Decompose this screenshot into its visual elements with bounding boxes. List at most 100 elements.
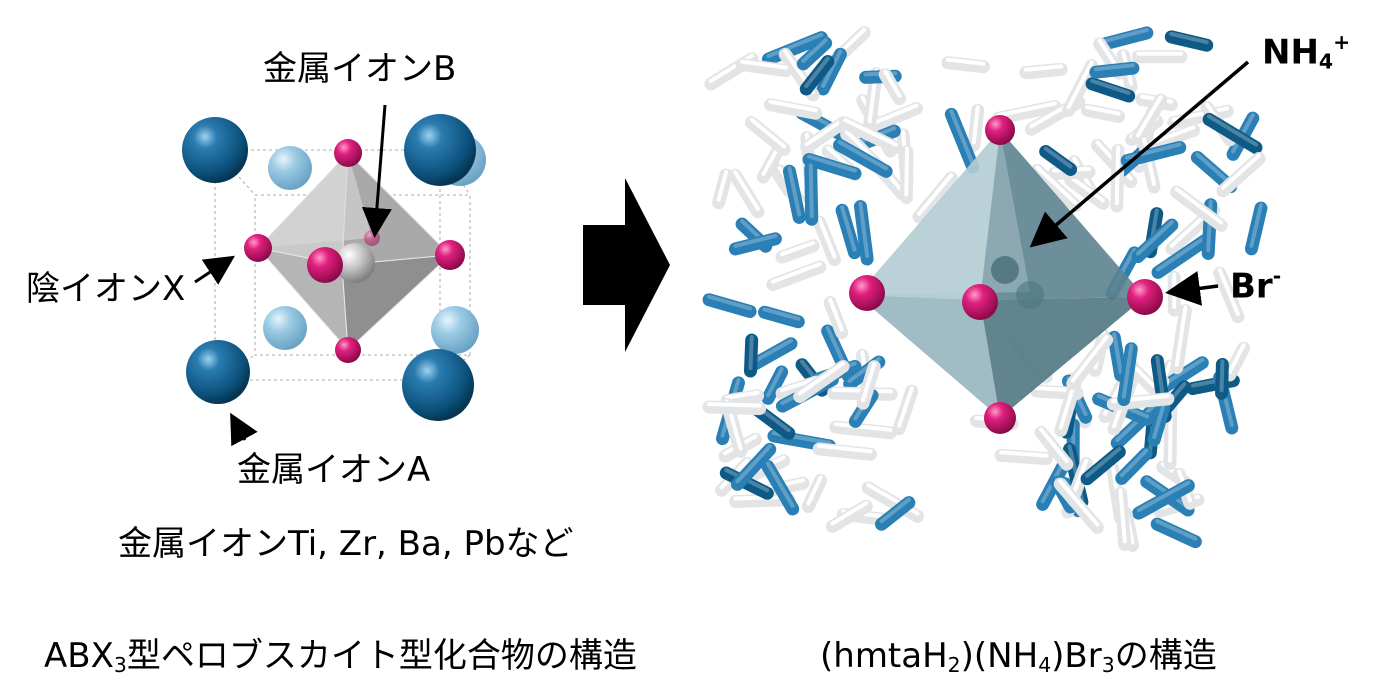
caption-right-part: )(NH	[960, 636, 1039, 676]
molecular-bond-highlight	[1221, 153, 1262, 190]
molecular-bond-highlight	[1169, 31, 1209, 45]
molecular-bond	[1147, 400, 1171, 447]
molecular-bond-highlight	[1090, 78, 1131, 96]
molecular-bond	[793, 359, 850, 403]
arrow-to-anion-x	[194, 255, 236, 285]
molecular-bond-highlight	[1119, 448, 1148, 478]
metal-a-atom-back	[268, 146, 312, 190]
molecular-bond	[1030, 163, 1082, 213]
label-br-base: Br	[1230, 266, 1273, 307]
molecular-bond-highlight	[830, 501, 869, 526]
molecular-bond	[761, 460, 800, 516]
molecular-bond	[1107, 330, 1128, 382]
molecular-bond-highlight	[897, 386, 914, 428]
molecular-bond	[835, 203, 862, 260]
molecular-bond-highlight	[765, 461, 795, 508]
molecular-bond	[1170, 185, 1228, 232]
molecular-bond-highlight	[879, 497, 911, 524]
molecular-bond-highlight	[706, 401, 762, 408]
molecular-bond-highlight	[807, 154, 857, 173]
label-anion-x: 陰イオンX	[26, 269, 186, 309]
molecular-bond-highlight	[1152, 402, 1166, 439]
molecular-bond	[1080, 103, 1126, 124]
molecular-bond	[744, 116, 791, 156]
label-metal-b: 金属イオンB	[263, 49, 457, 89]
molecular-bond-highlight	[1043, 146, 1073, 169]
caption-right-part: の構造	[1114, 636, 1217, 676]
molecular-bond	[1164, 30, 1214, 52]
molecular-bond-highlight	[883, 69, 902, 98]
molecular-bond-highlight	[1093, 63, 1135, 72]
molecular-bond-highlight	[804, 117, 846, 147]
arrow-to-metal-b	[361, 104, 392, 238]
molecular-bond	[800, 116, 850, 154]
molecular-bond	[838, 116, 903, 155]
molecular-bond	[825, 499, 873, 533]
molecular-bond-highlight	[821, 49, 843, 88]
br-atom	[849, 275, 885, 311]
molecular-bond-highlight	[1035, 165, 1078, 205]
molecular-bond-highlight	[1163, 357, 1205, 386]
molecular-bond-highlight	[843, 118, 898, 147]
molecular-bond-highlight	[1121, 343, 1134, 399]
label-nh4-superscript: +	[1333, 30, 1351, 54]
molecular-bond-highlight	[801, 38, 828, 63]
molecular-bond	[829, 420, 897, 440]
molecular-bond	[1215, 358, 1229, 400]
molecular-bond-highlight	[1217, 268, 1240, 316]
molecular-bond-highlight	[1136, 480, 1191, 513]
molecular-bond-highlight	[817, 443, 873, 454]
molecular-bond-highlight	[828, 297, 844, 332]
label-nh4-base: NH	[1262, 32, 1319, 73]
molecular-bond	[861, 481, 924, 523]
metal-a-atom	[402, 349, 474, 421]
molecular-bond-highlight	[725, 390, 760, 400]
molecular-bond-highlight	[1207, 114, 1258, 147]
caption-left-subscript: 3	[113, 653, 127, 678]
molecular-bond-highlight	[707, 294, 753, 311]
arrow-to-nh4	[1029, 60, 1250, 248]
molecular-bond-highlight	[733, 233, 778, 248]
molecular-bond	[758, 305, 805, 329]
metal-a-atom	[186, 340, 250, 404]
caption-right-part: (hmtaH	[820, 636, 948, 676]
perovskite-unit-cell	[182, 114, 486, 421]
label-br-superscript: -	[1272, 264, 1282, 288]
molecular-bond-highlight	[1174, 305, 1188, 367]
molecular-bond-highlight	[1023, 64, 1064, 72]
molecular-bond	[1202, 112, 1263, 155]
molecular-bond-highlight	[904, 146, 909, 197]
molecular-bond-highlight	[1085, 446, 1122, 478]
caption-right-subscript: 2	[947, 653, 961, 678]
br-atom	[962, 284, 998, 320]
caption-left-part: ABX	[44, 636, 114, 676]
molecular-bond-highlight	[1085, 105, 1121, 116]
molecular-bond	[761, 31, 828, 66]
caption-right-subscript: 4	[1038, 653, 1052, 678]
molecular-bond-highlight	[833, 422, 893, 432]
molecular-bond	[1064, 173, 1110, 210]
molecular-bond-highlight	[971, 105, 980, 145]
molecular-bond	[1117, 342, 1138, 407]
molecular-bond-highlight	[949, 109, 975, 167]
molecular-bond	[763, 98, 823, 120]
molecular-bond	[802, 153, 862, 181]
molecular-bond-highlight	[999, 450, 1049, 458]
label-nh4-subscript: 4	[1318, 49, 1334, 74]
molecular-bond	[833, 138, 893, 178]
molecular-bond	[1115, 447, 1153, 485]
molecular-bond-highlight	[768, 99, 818, 113]
molecular-bond	[1216, 152, 1266, 198]
molecular-bond-highlight	[1118, 488, 1127, 544]
molecular-bond	[743, 333, 759, 378]
molecular-bond	[796, 36, 833, 71]
molecular-bond	[812, 442, 877, 461]
examples-text: 金属イオンTi, Zr, Ba, Pbなど	[118, 524, 574, 564]
molecular-bond	[1131, 218, 1179, 264]
molecular-bond	[735, 58, 793, 78]
metal-a-atom-back	[431, 306, 479, 354]
molecular-bond	[1080, 445, 1126, 486]
molecular-bond-highlight	[1227, 343, 1246, 374]
molecular-bond-highlight	[996, 101, 1057, 118]
molecular-bond-highlight	[1039, 427, 1069, 464]
